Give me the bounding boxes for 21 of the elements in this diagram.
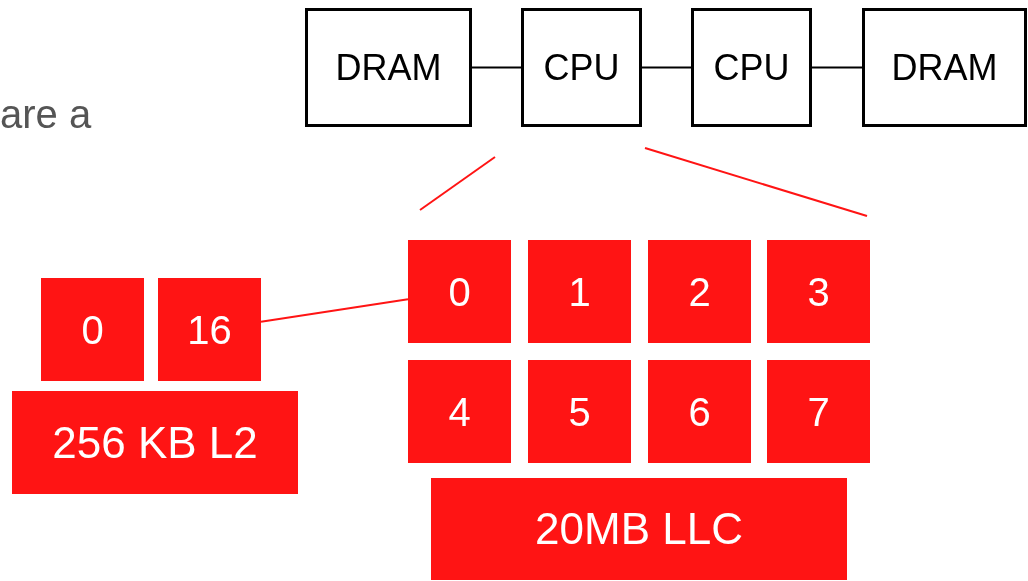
core-box: 2	[648, 240, 751, 343]
core-box: 0	[408, 240, 511, 343]
slide-text: are a	[0, 91, 92, 138]
connector-line	[641, 66, 692, 69]
core-box: 7	[767, 360, 870, 463]
core-box: 1	[528, 240, 631, 343]
core-box: 0	[41, 278, 144, 381]
core-box: 5	[528, 360, 631, 463]
core-box: 6	[648, 360, 751, 463]
connector-line	[260, 298, 409, 323]
component-box: CPU	[521, 8, 642, 127]
cache-bar: 256 KB L2	[12, 391, 298, 494]
core-box: 16	[158, 278, 261, 381]
core-box: 3	[767, 240, 870, 343]
cache-bar: 20MB LLC	[431, 478, 847, 580]
component-box: CPU	[691, 8, 812, 127]
connector-line	[811, 66, 863, 69]
component-box: DRAM	[305, 8, 472, 127]
component-box: DRAM	[862, 8, 1027, 127]
connector-line	[471, 66, 522, 69]
core-box: 4	[408, 360, 511, 463]
